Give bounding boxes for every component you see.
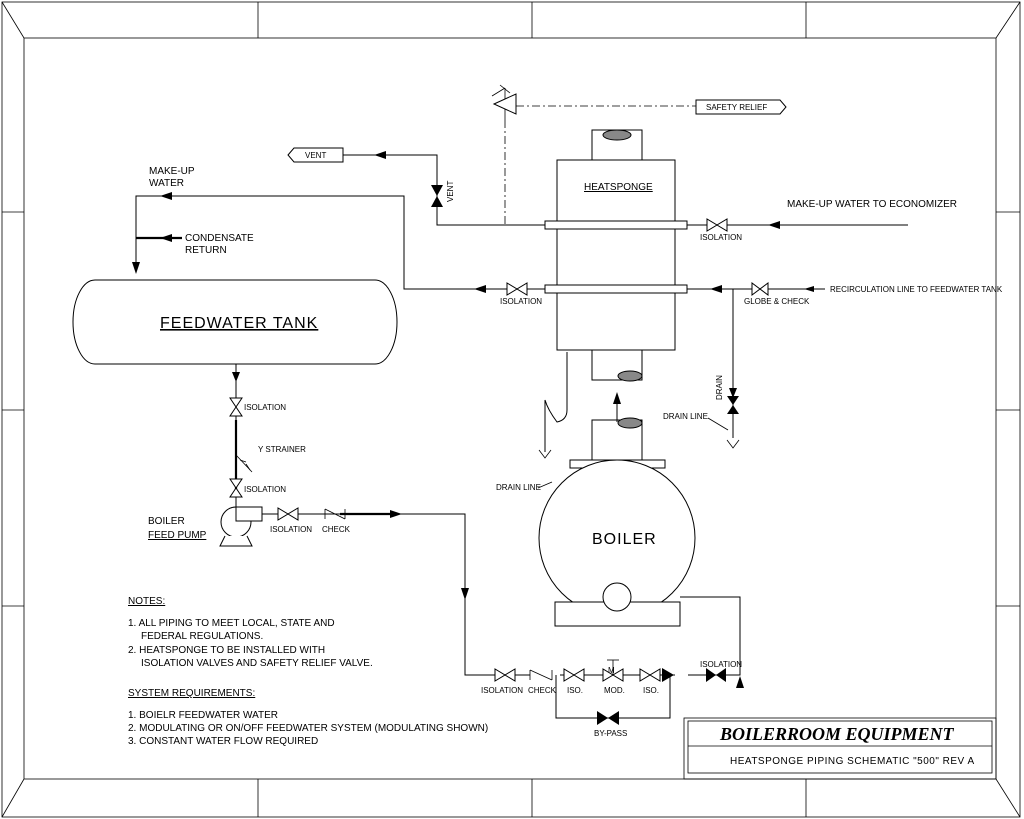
- drain-valve-right[interactable]: [727, 396, 739, 414]
- vent-tag: VENT: [287, 147, 344, 163]
- condensate-arrow: [160, 234, 172, 242]
- boiler-label: BOILER: [592, 531, 657, 548]
- drain-arrow-right: [729, 388, 737, 398]
- check-valve-bottom[interactable]: [529, 669, 553, 681]
- heatsponge-return-line: [135, 195, 545, 290]
- check-valve-pump-out[interactable]: [324, 508, 346, 520]
- condensate-label-1: CONDENSATE: [185, 233, 254, 244]
- economizer-arrow: [768, 221, 780, 229]
- safety-relief-line: [504, 105, 696, 225]
- isolation-valve-tank[interactable]: [229, 397, 243, 417]
- isolation-pump-in-label: ISOLATION: [244, 485, 286, 494]
- tank-outlet-arrow: [232, 372, 240, 382]
- requirement-line-2: 2. MODULATING OR ON/OFF FEEDWATER SYSTEM…: [128, 723, 488, 734]
- isolation-mid-label: ISOLATION: [500, 297, 542, 306]
- vent-valve[interactable]: [431, 185, 443, 207]
- makeup-water-label-2: WATER: [149, 178, 184, 189]
- pump-discharge-arrow: [390, 510, 402, 518]
- vent-label: VENT: [305, 151, 326, 160]
- boiler-feed-label-1: BOILER: [148, 516, 185, 527]
- feedwater-tank-label: FEEDWATER TANK: [160, 315, 318, 332]
- safety-relief-tag: SAFETY RELIEF: [695, 99, 787, 115]
- vent-valve-label: VENT: [446, 181, 455, 202]
- bottom-down-arrow: [461, 588, 469, 600]
- isolation-tank-label: ISOLATION: [244, 403, 286, 412]
- boiler-return-arrow-up: [736, 676, 744, 688]
- iso-1-label: ISO.: [567, 686, 583, 695]
- notes-heading: NOTES:: [128, 596, 165, 607]
- title-drawing: HEATSPONGE PIPING SCHEMATIC "500" REV A: [730, 756, 975, 767]
- makeup-water-label-1: MAKE-UP: [149, 166, 195, 177]
- globe-check-label: GLOBE & CHECK: [744, 297, 810, 306]
- y-strainer[interactable]: [235, 454, 253, 473]
- drain-line-left: [544, 352, 568, 452]
- drain-outlet-right: [726, 439, 740, 449]
- drain-leader: [707, 417, 729, 431]
- bypass-line: [555, 675, 671, 719]
- vent-line: [343, 154, 545, 226]
- isolation-top-label: ISOLATION: [700, 233, 742, 242]
- bypass-label: BY-PASS: [594, 729, 627, 738]
- boiler: [538, 417, 696, 627]
- isolation-valve-top[interactable]: [706, 218, 728, 232]
- condensate-label-2: RETURN: [185, 245, 227, 256]
- note-line-1: 1. ALL PIPING TO MEET LOCAL, STATE AND: [128, 618, 335, 629]
- isolation-valve-return[interactable]: [706, 668, 726, 682]
- y-strainer-label: Y STRAINER: [258, 445, 306, 454]
- mod-label: MOD.: [604, 686, 625, 695]
- bypass-valve[interactable]: [597, 711, 619, 725]
- note-line-3: 2. HEATSPONGE TO BE INSTALLED WITH: [128, 645, 325, 656]
- safety-relief-valve[interactable]: [491, 84, 517, 120]
- title-company: BOILERROOM EQUIPMENT: [719, 724, 955, 744]
- iso-valve-2[interactable]: [639, 668, 661, 682]
- isolation-valve-pump-in[interactable]: [229, 478, 243, 498]
- boiler-outlet-arrow: [613, 392, 621, 404]
- isolation-valve-bottom[interactable]: [494, 668, 516, 682]
- iso-2-label: ISO.: [643, 686, 659, 695]
- check-pump-out-label: CHECK: [322, 525, 351, 534]
- check-bottom-label: CHECK: [528, 686, 557, 695]
- safety-relief-label: SAFETY RELIEF: [706, 103, 767, 112]
- tank-inlet-arrow: [132, 262, 140, 274]
- requirement-line-1: 1. BOIELR FEEDWATER WATER: [128, 710, 278, 721]
- iso-valve-1[interactable]: [563, 668, 585, 682]
- requirements-heading: SYSTEM REQUIREMENTS:: [128, 688, 255, 699]
- isolation-return-label: ISOLATION: [700, 660, 742, 669]
- m-letter: M: [608, 666, 615, 675]
- globe-check-valve[interactable]: [751, 282, 769, 296]
- heatsponge-return-arrow: [474, 285, 486, 293]
- drain-valve-label: DRAIN: [715, 375, 724, 400]
- boiler-feed-label-2: FEED PUMP: [148, 530, 207, 541]
- boiler-feed-pump: [219, 506, 263, 547]
- isolation-valve-pump-out[interactable]: [277, 507, 299, 521]
- isolation-valve-mid[interactable]: [506, 282, 528, 296]
- heatsponge-label: HEATSPONGE: [584, 182, 653, 193]
- modulating-valve[interactable]: [602, 659, 624, 682]
- drain-line-right-label: DRAIN LINE: [663, 412, 708, 421]
- recirculation-arrow: [710, 285, 722, 293]
- drain-line-left-label: DRAIN LINE: [496, 483, 541, 492]
- drain-outlet-left: [538, 449, 552, 459]
- note-line-2: FEDERAL REGULATIONS.: [141, 631, 263, 642]
- recirculation-arrow-2: [804, 286, 814, 292]
- makeup-arrow: [160, 192, 172, 200]
- vent-arrow: [374, 151, 386, 159]
- makeup-to-economizer-label: MAKE-UP WATER TO ECONOMIZER: [787, 199, 957, 210]
- heatsponge-unit: [544, 129, 688, 382]
- drain-left-leader: [537, 481, 553, 489]
- feedwater-tank: [72, 279, 398, 365]
- recirculation-label: RECIRCULATION LINE TO FEEDWATER TANK: [830, 285, 1003, 294]
- isolation-bottom-label: ISOLATION: [481, 686, 523, 695]
- isolation-pump-out-label: ISOLATION: [270, 525, 312, 534]
- requirement-line-3: 3. CONSTANT WATER FLOW REQUIRED: [128, 736, 318, 747]
- note-line-4: ISOLATION VALVES AND SAFETY RELIEF VALVE…: [141, 658, 373, 669]
- title-block: [683, 717, 997, 780]
- boiler-return-arrow-left: [662, 668, 674, 682]
